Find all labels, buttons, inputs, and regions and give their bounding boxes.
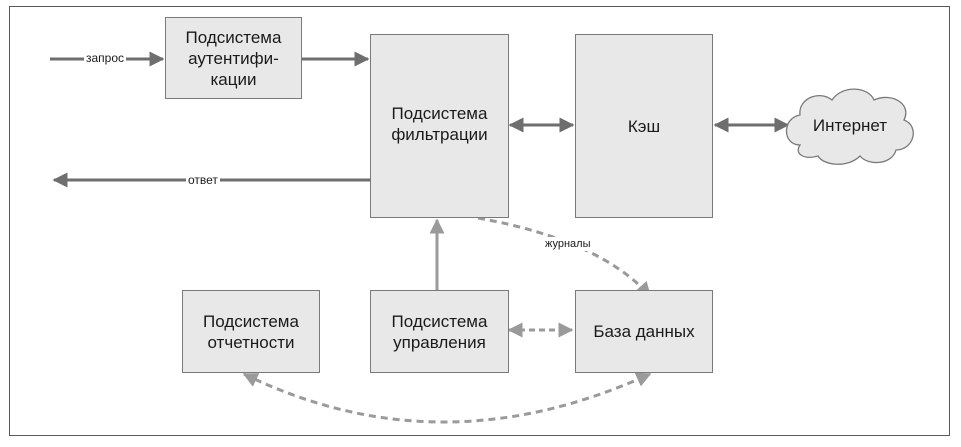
cache-box: Кэш <box>575 34 713 218</box>
reporting-subsystem-box: Подсистема отчетности <box>182 290 320 373</box>
auth-subsystem-box: Подсистема аутентифи- кации <box>165 17 302 99</box>
database-box: База данных <box>575 290 713 373</box>
request-label: запрос <box>84 51 127 65</box>
filter-subsystem-box: Подсистема фильтрации <box>370 34 509 218</box>
internet-label: Интернет <box>812 116 888 135</box>
management-subsystem-box: Подсистема управления <box>370 290 509 373</box>
response-label: ответ <box>186 173 220 187</box>
internet-cloud-shape <box>785 88 914 165</box>
logs-label: журналы <box>543 237 593 251</box>
arrow-reporting-database <box>242 372 652 424</box>
arrow-logs <box>477 216 652 298</box>
